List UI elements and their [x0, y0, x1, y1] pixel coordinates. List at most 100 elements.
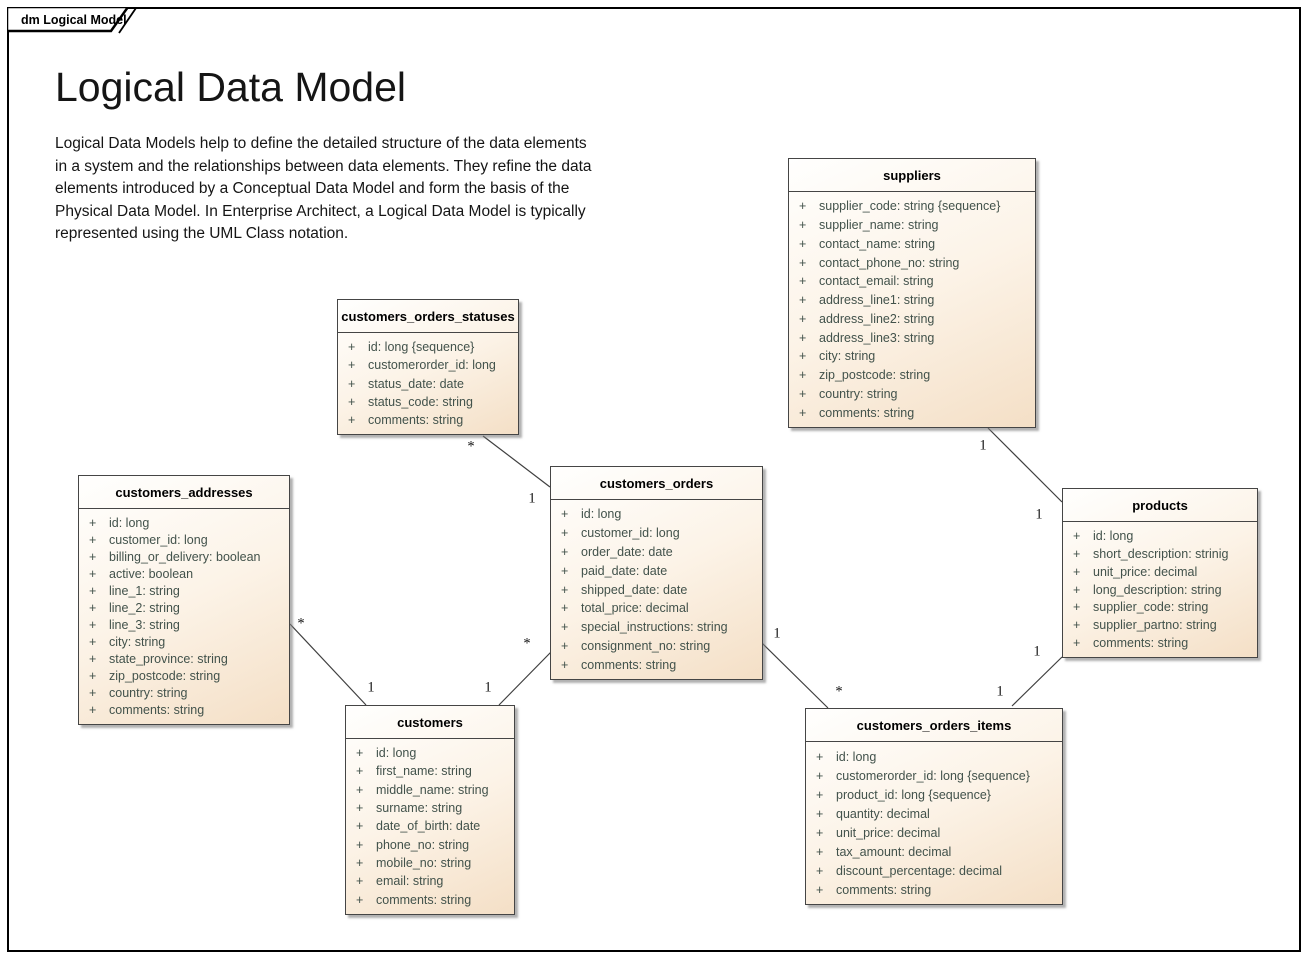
attribute-row: + zip_postcode: string — [789, 366, 1031, 385]
visibility-symbol: + — [356, 764, 364, 779]
attribute-row: +supplier_name: string — [789, 216, 1031, 235]
visibility-symbol: + — [89, 618, 97, 632]
attribute-text: customerorder_id: long {sequence} — [836, 768, 1030, 783]
attribute-row: +line_2: string — [79, 599, 285, 616]
visibility-symbol: + — [816, 768, 824, 783]
entity-title: customers — [346, 706, 514, 739]
attribute-text: zip_postcode: string — [819, 368, 931, 383]
entity-customers-addresses[interactable]: customers_addresses +id: long+customer_i… — [78, 475, 290, 725]
entity-products[interactable]: products +id: long+short_description: st… — [1062, 488, 1258, 658]
attribute-text: customer_id: long — [581, 526, 680, 541]
attribute-row: +supplier_code: string — [1063, 598, 1253, 616]
visibility-symbol: + — [799, 236, 807, 251]
attribute-text: phone_no: string — [376, 837, 470, 852]
attribute-text: quantity: decimal — [836, 806, 930, 821]
visibility-symbol: + — [561, 582, 569, 597]
attribute-text: line_2: string — [109, 600, 180, 615]
visibility-symbol: + — [89, 583, 97, 598]
attribute-text: unit_price: decimal — [1093, 564, 1198, 579]
visibility-symbol: + — [561, 620, 569, 635]
attribute-row: +customerorder_id: long — [338, 356, 514, 374]
entity-customers[interactable]: customers +id: long+first_name: string+m… — [345, 705, 515, 915]
visibility-symbol: + — [356, 892, 364, 907]
visibility-symbol: + — [89, 532, 97, 547]
multiplicity-label: * — [523, 635, 531, 652]
entity-customers-orders[interactable]: customers_orders +id: long+customer_id: … — [550, 466, 763, 680]
attribute-row: +id: long — [346, 744, 510, 762]
attribute-text: shipped_date: date — [581, 582, 688, 597]
attribute-text: state_province: string — [109, 652, 228, 667]
multiplicity-label: 1 — [1035, 506, 1043, 523]
visibility-symbol: + — [799, 405, 807, 420]
visibility-symbol: + — [89, 669, 97, 684]
multiplicity-label: 1 — [979, 437, 987, 454]
entity-attribute-list: +id: long+first_name: string+middle_name… — [346, 739, 514, 914]
entity-attribute-list: +id: long+customerorder_id: long {sequen… — [806, 742, 1062, 904]
attribute-text: comments: string — [581, 657, 677, 672]
attribute-row: +paid_date: date — [551, 561, 758, 580]
attribute-row: +total_price: decimal — [551, 599, 758, 618]
attribute-text: short_description: strinig — [1093, 546, 1229, 561]
attribute-row: +short_description: strinig — [1063, 545, 1253, 563]
visibility-symbol: + — [799, 255, 807, 270]
visibility-symbol: + — [89, 686, 97, 701]
attribute-row: +comments: string — [551, 655, 758, 674]
attribute-row: +comments: string — [79, 702, 285, 719]
visibility-symbol: + — [89, 652, 97, 667]
attribute-row: + country: string — [79, 685, 285, 702]
attribute-text: tax_amount: decimal — [836, 844, 952, 859]
attribute-row: +first_name: string — [346, 762, 510, 780]
visibility-symbol: + — [561, 563, 569, 578]
visibility-symbol: + — [348, 412, 356, 427]
attribute-row: +customer_id: long — [551, 524, 758, 543]
attribute-row: +customer_id: long — [79, 531, 285, 548]
visibility-symbol: + — [356, 819, 364, 834]
attribute-row: +quantity: decimal — [806, 804, 1058, 823]
visibility-symbol: + — [799, 368, 807, 383]
attribute-text: product_id: long {sequence} — [836, 787, 991, 802]
entity-attribute-list: +id: long+customer_id: long+billing_or_d… — [79, 509, 289, 724]
attribute-row: +country: string — [789, 385, 1031, 404]
attribute-text: mobile_no: string — [376, 856, 472, 871]
attribute-row: +order_date: date — [551, 543, 758, 562]
attribute-row: + date_of_birth: date — [346, 817, 510, 835]
visibility-symbol: + — [348, 394, 356, 409]
attribute-row: +active: boolean — [79, 565, 285, 582]
attribute-row: +id: long — [1063, 527, 1253, 545]
attribute-text: special_instructions: string — [581, 620, 728, 635]
attribute-row: + comments: string — [789, 403, 1031, 422]
attribute-row: +comments: string — [1063, 634, 1253, 652]
entity-title: customers_orders_statuses — [338, 300, 518, 333]
attribute-row: +middle_name: string — [346, 781, 510, 799]
attribute-row: +address_line3: string — [789, 328, 1031, 347]
entity-customers-orders-items[interactable]: customers_orders_items +id: long+custome… — [805, 708, 1063, 905]
entity-attribute-list: +id: long+short_description: strinig+uni… — [1063, 522, 1257, 657]
attribute-text: id: long — [581, 507, 622, 522]
visibility-symbol: + — [799, 293, 807, 308]
attribute-row: +line_1: string — [79, 582, 285, 599]
visibility-symbol: + — [561, 638, 569, 653]
attribute-row: +phone_no: string — [346, 836, 510, 854]
visibility-symbol: + — [799, 218, 807, 233]
attribute-row: + shipped_date: date — [551, 580, 758, 599]
attribute-text: comments: string — [819, 405, 915, 420]
attribute-row: +discount_percentage: decimal — [806, 861, 1058, 880]
entity-suppliers[interactable]: suppliers +supplier_code: string {sequen… — [788, 158, 1036, 428]
attribute-row: +long_description: string — [1063, 581, 1253, 599]
attribute-row: +billing_or_delivery: boolean — [79, 548, 285, 565]
entity-attribute-list: +supplier_code: string {sequence}+suppli… — [789, 192, 1035, 427]
multiplicity-label: * — [467, 438, 475, 455]
attribute-row: +supplier_partno: string — [1063, 616, 1253, 634]
attribute-text: date_of_birth: date — [376, 819, 481, 834]
attribute-text: country: string — [819, 386, 898, 401]
attribute-text: country: string — [109, 686, 188, 701]
visibility-symbol: + — [799, 274, 807, 289]
multiplicity-label: 1 — [528, 490, 536, 507]
attribute-row: +surname: string — [346, 799, 510, 817]
attribute-row: +consignment_no: string — [551, 636, 758, 655]
diagram-frame: dm Logical Model — [7, 7, 1301, 952]
entity-customers-orders-statuses[interactable]: customers_orders_statuses +id: long {seq… — [337, 299, 519, 435]
attribute-text: supplier_partno: string — [1093, 618, 1217, 633]
attribute-row: +tax_amount: decimal — [806, 842, 1058, 861]
